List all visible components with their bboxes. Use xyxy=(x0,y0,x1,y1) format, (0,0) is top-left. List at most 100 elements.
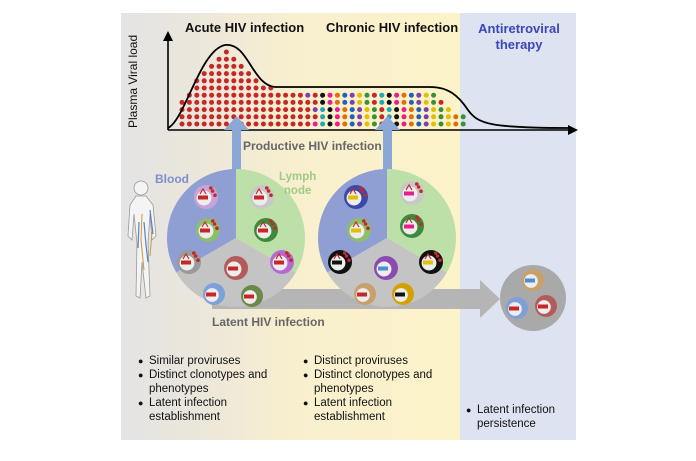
virion-dot xyxy=(223,99,229,105)
virion-dot xyxy=(194,121,200,127)
art-phase-title: Antiretroviral therapy xyxy=(466,21,572,53)
lymph-label-line2: node xyxy=(283,185,312,197)
virion-dot xyxy=(453,114,459,120)
virion-dot xyxy=(290,92,296,98)
virion-dot xyxy=(209,85,215,91)
art-title-line2: therapy xyxy=(495,37,543,52)
virion-dot xyxy=(231,85,237,91)
bullet-item: Latent infection establishment xyxy=(303,396,453,424)
virion-dot xyxy=(297,121,303,127)
virion-dot xyxy=(186,121,192,127)
virion-dot xyxy=(408,92,414,98)
virion-dot xyxy=(334,114,340,120)
virion-dot xyxy=(283,92,289,98)
virion-dot xyxy=(305,121,311,127)
virion-dot xyxy=(327,92,333,98)
chronic-bullets: Distinct proviruses Distinct clonotypes … xyxy=(303,354,453,424)
virion-dot xyxy=(231,99,237,105)
virion-dot xyxy=(275,99,281,105)
cell-icon xyxy=(374,256,398,280)
virion-dot xyxy=(305,99,311,105)
virion-dot xyxy=(238,114,244,120)
cell-icon xyxy=(506,297,528,319)
acute-bullets: Similar proviruses Distinct clonotypes a… xyxy=(138,354,288,424)
virion-dot xyxy=(394,114,400,120)
virion-dot xyxy=(431,92,437,98)
virion-dot xyxy=(394,99,400,105)
virion-dot xyxy=(268,114,274,120)
virion-dot xyxy=(371,92,377,98)
virion-dot xyxy=(231,56,237,62)
virion-dot xyxy=(349,107,355,113)
cell-icon xyxy=(328,250,352,274)
virion-dot xyxy=(223,71,229,77)
virion-dot xyxy=(201,99,207,105)
virion-dot xyxy=(231,63,237,69)
productive-infection-label: Productive HIV infection xyxy=(243,139,382,153)
virion-dot xyxy=(209,121,215,127)
virion-dot xyxy=(320,107,326,113)
virion-dot xyxy=(216,107,222,113)
virion-dot xyxy=(209,71,215,77)
virion-dot xyxy=(260,121,266,127)
acute-blood-lymph-pie xyxy=(167,169,305,307)
virion-dot xyxy=(379,114,385,120)
virion-dot xyxy=(268,107,274,113)
virion-dot xyxy=(179,114,185,120)
virion-dot xyxy=(401,121,407,127)
virion-dot xyxy=(386,107,392,113)
virion-dot xyxy=(238,78,244,84)
virion-dot xyxy=(401,92,407,98)
virion-dot xyxy=(364,107,370,113)
virion-dot xyxy=(216,71,222,77)
virion-dot xyxy=(268,121,274,127)
virion-dot xyxy=(305,114,311,120)
cell-icon xyxy=(522,269,544,291)
bullet-item: Distinct clonotypes and phenotypes xyxy=(303,368,453,396)
virion-dot xyxy=(290,121,296,127)
virion-dot xyxy=(223,49,229,55)
virion-dot xyxy=(283,121,289,127)
cell-icon xyxy=(347,218,371,242)
virion-dot xyxy=(416,114,422,120)
bullet-item: Distinct clonotypes and phenotypes xyxy=(138,368,288,396)
virion-dot xyxy=(209,114,215,120)
virion-dot xyxy=(238,107,244,113)
cell-icon xyxy=(194,185,218,209)
virion-dot xyxy=(431,99,437,105)
virion-dot xyxy=(357,121,363,127)
virion-dot xyxy=(260,85,266,91)
virion-dot xyxy=(268,92,274,98)
bullet-item: Latent infection establishment xyxy=(138,396,288,424)
virion-dot xyxy=(357,99,363,105)
virion-dot xyxy=(223,78,229,84)
virion-dot xyxy=(416,92,422,98)
virion-dot xyxy=(327,114,333,120)
virion-dot xyxy=(216,114,222,120)
virion-dot xyxy=(246,99,252,105)
cell-icon xyxy=(254,218,278,242)
virion-dot xyxy=(283,107,289,113)
virion-dot xyxy=(334,121,340,127)
virion-dot xyxy=(371,107,377,113)
virion-dot xyxy=(253,85,259,91)
virion-dot xyxy=(460,114,466,120)
virion-dot xyxy=(223,114,229,120)
virion-dot xyxy=(357,107,363,113)
virion-dot xyxy=(238,63,244,69)
virion-dot xyxy=(357,92,363,98)
virion-dot xyxy=(379,92,385,98)
virion-dot xyxy=(438,114,444,120)
virion-dot xyxy=(201,107,207,113)
virion-dot xyxy=(371,121,377,127)
virion-dot xyxy=(431,121,437,127)
virion-dot xyxy=(408,107,414,113)
virion-dot xyxy=(423,114,429,120)
virion-dot xyxy=(179,99,185,105)
virion-dot xyxy=(357,114,363,120)
y-axis-label: Plasma Viral load xyxy=(126,34,140,128)
virion-dot xyxy=(386,99,392,105)
virion-dot xyxy=(238,71,244,77)
virion-dot xyxy=(408,121,414,127)
cell-icon xyxy=(224,256,248,280)
